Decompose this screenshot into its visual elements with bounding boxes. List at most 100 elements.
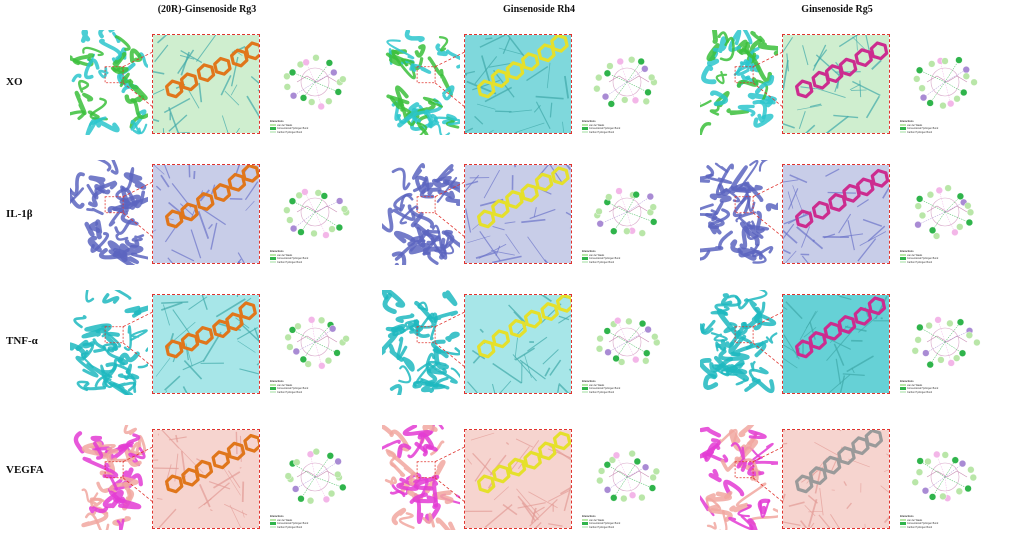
legend-entry: van der Waals bbox=[900, 124, 938, 127]
row-label-tnfa: TNF-α bbox=[6, 335, 38, 347]
legend-title: Interactions bbox=[270, 250, 284, 253]
legend-swatch bbox=[900, 260, 906, 264]
protein-structure bbox=[385, 30, 460, 135]
interaction-diagram-2d bbox=[914, 184, 975, 240]
legend-swatch bbox=[900, 130, 906, 134]
legend-label: Carbon Hydrogen Bond bbox=[907, 390, 933, 394]
legend-swatch bbox=[900, 522, 906, 525]
binding-site-zoom bbox=[152, 429, 260, 529]
legend-entry: Conventional Hydrogen Bond bbox=[900, 522, 938, 525]
legend-title: Interactions bbox=[900, 380, 914, 383]
protein-structure bbox=[70, 290, 148, 395]
protein-structure bbox=[70, 30, 148, 135]
legend-label: Conventional Hydrogen Bond bbox=[907, 127, 939, 130]
legend-label: Carbon Hydrogen Bond bbox=[589, 390, 615, 394]
legend-label: van der Waals bbox=[589, 383, 605, 387]
legend-title: Interactions bbox=[900, 250, 914, 253]
legend-entry: Conventional Hydrogen Bond bbox=[900, 257, 938, 260]
legend-swatch bbox=[582, 518, 588, 522]
legend-label: Conventional Hydrogen Bond bbox=[907, 257, 939, 260]
legend-title: Interactions bbox=[582, 515, 596, 518]
legend-label: Carbon Hydrogen Bond bbox=[589, 130, 615, 134]
legend-entry: Carbon Hydrogen Bond bbox=[582, 261, 620, 264]
legend-entry: Carbon Hydrogen Bond bbox=[582, 391, 620, 394]
legend-label: Conventional Hydrogen Bond bbox=[277, 257, 309, 260]
legend-swatch bbox=[270, 525, 276, 529]
legend-swatch bbox=[270, 522, 276, 525]
interaction-diagram-2d bbox=[284, 316, 350, 370]
ligand-pose bbox=[783, 165, 889, 263]
legend-entry: Conventional Hydrogen Bond bbox=[900, 127, 938, 130]
legend-label: Carbon Hydrogen Bond bbox=[907, 130, 933, 134]
ligand-pose bbox=[783, 35, 889, 133]
legend-swatch bbox=[582, 383, 588, 387]
legend-swatch bbox=[582, 525, 588, 529]
legend-entry: Carbon Hydrogen Bond bbox=[270, 391, 308, 394]
legend-label: van der Waals bbox=[907, 253, 923, 257]
binding-site-zoom bbox=[782, 34, 890, 134]
legend-swatch bbox=[900, 387, 906, 390]
interaction-diagram-2d bbox=[595, 317, 661, 366]
legend-label: Conventional Hydrogen Bond bbox=[589, 127, 621, 130]
column-title-rg3: (20R)-Ginsenoside Rg3 bbox=[157, 4, 257, 15]
ligand-pose bbox=[465, 35, 571, 133]
legend-label: van der Waals bbox=[907, 383, 923, 387]
legend-swatch bbox=[900, 123, 906, 127]
legend-swatch bbox=[270, 257, 276, 260]
legend-entry: van der Waals bbox=[582, 519, 620, 522]
legend-entry: Conventional Hydrogen Bond bbox=[582, 257, 620, 260]
legend-swatch bbox=[900, 518, 906, 522]
legend-entry: Carbon Hydrogen Bond bbox=[900, 261, 938, 264]
ligand-pose bbox=[465, 295, 571, 393]
interaction-diagram-2d bbox=[911, 316, 981, 369]
ligand-pose bbox=[465, 430, 571, 528]
legend-label: Carbon Hydrogen Bond bbox=[277, 525, 303, 529]
legend-entry: Conventional Hydrogen Bond bbox=[582, 387, 620, 390]
legend-label: van der Waals bbox=[907, 518, 923, 522]
legend-label: van der Waals bbox=[589, 253, 605, 257]
legend-entry: van der Waals bbox=[900, 519, 938, 522]
legend-label: Conventional Hydrogen Bond bbox=[589, 522, 621, 525]
legend-label: Carbon Hydrogen Bond bbox=[277, 130, 303, 134]
ligand-pose bbox=[153, 430, 259, 528]
legend-label: Conventional Hydrogen Bond bbox=[589, 257, 621, 260]
ligand-pose bbox=[153, 165, 259, 263]
row-label-xo: XO bbox=[6, 76, 23, 88]
legend-entry: Carbon Hydrogen Bond bbox=[270, 131, 308, 134]
legend-entry: van der Waals bbox=[582, 254, 620, 257]
interaction-diagram-2d bbox=[283, 188, 350, 239]
legend-label: van der Waals bbox=[589, 518, 605, 522]
ligand-pose bbox=[783, 295, 889, 393]
legend-swatch bbox=[270, 518, 276, 522]
legend-label: Carbon Hydrogen Bond bbox=[277, 390, 303, 394]
interaction-diagram-2d bbox=[283, 54, 347, 111]
legend-entry: Conventional Hydrogen Bond bbox=[270, 127, 308, 130]
legend-label: van der Waals bbox=[907, 123, 923, 127]
legend-swatch bbox=[582, 127, 588, 130]
legend-entry: van der Waals bbox=[582, 124, 620, 127]
legend-entry: van der Waals bbox=[270, 254, 308, 257]
legend-label: van der Waals bbox=[277, 253, 293, 257]
legend-swatch bbox=[900, 127, 906, 130]
legend-title: Interactions bbox=[582, 250, 596, 253]
legend-swatch bbox=[582, 130, 588, 134]
legend-title: Interactions bbox=[270, 380, 284, 383]
binding-site-zoom bbox=[464, 164, 572, 264]
interaction-diagram-2d bbox=[284, 448, 347, 505]
interaction-diagram-2d bbox=[913, 56, 978, 110]
legend-swatch bbox=[270, 387, 276, 390]
legend-swatch bbox=[270, 260, 276, 264]
legend-label: Carbon Hydrogen Bond bbox=[589, 260, 615, 264]
legend-label: Conventional Hydrogen Bond bbox=[589, 387, 621, 390]
binding-site-zoom bbox=[464, 34, 572, 134]
legend-entry: Carbon Hydrogen Bond bbox=[582, 526, 620, 529]
